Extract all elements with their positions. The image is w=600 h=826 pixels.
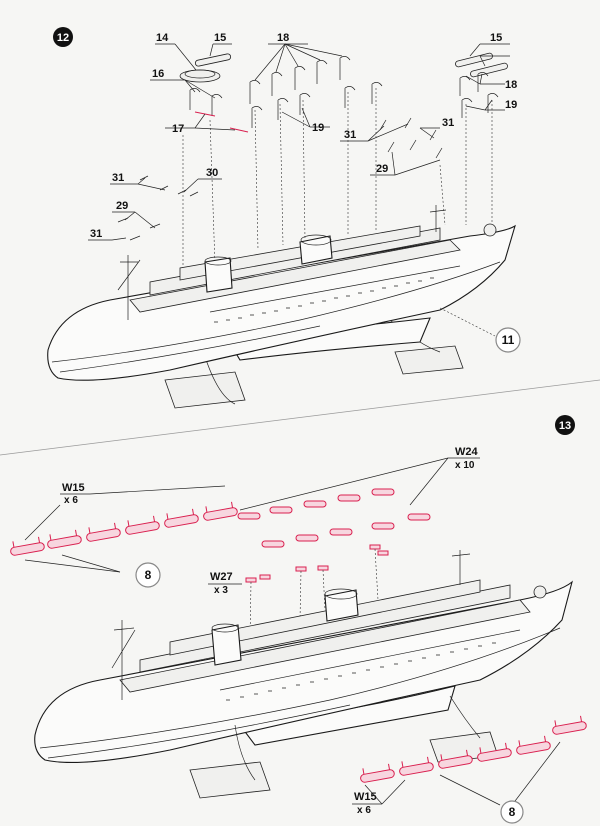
step-13-badge (555, 415, 575, 435)
label-31-right: 31 (442, 117, 454, 129)
part-w15-top-qty: x 6 (64, 495, 78, 506)
lifeboats-top-left (10, 501, 238, 556)
step-13-number: 13 (559, 420, 571, 432)
part-w27-code: W27 (210, 571, 233, 583)
part-ref-11: 11 (502, 333, 515, 347)
label-19-right: 19 (505, 99, 517, 111)
part-w27-qty: x 3 (214, 585, 228, 596)
label-19: 19 (312, 122, 324, 134)
ship-step-12 (47, 205, 516, 409)
part-w24-qty: x 10 (455, 460, 475, 471)
label-16: 16 (152, 68, 164, 80)
label-29-left: 29 (116, 200, 128, 212)
part-ref-8-top: 8 (145, 568, 152, 582)
label-31-left: 31 (112, 172, 124, 184)
step-12-leaders (88, 43, 510, 241)
label-31-mid: 31 (344, 129, 356, 141)
part-w15-bottom-qty: x 6 (357, 805, 371, 816)
label-30: 30 (206, 167, 218, 179)
lifeboats-bottom-right (360, 715, 587, 783)
part-w15-bottom-code: W15 (354, 791, 377, 803)
label-31-lower: 31 (90, 228, 102, 240)
label-17: 17 (172, 123, 184, 135)
part-w15-top-code: W15 (62, 482, 85, 494)
step-12-number: 12 (57, 32, 69, 44)
label-15: 15 (214, 32, 226, 44)
label-18-right: 18 (505, 79, 517, 91)
label-29-mid: 29 (376, 163, 388, 175)
part-w24-code: W24 (455, 446, 479, 458)
step-12-badge (53, 27, 73, 47)
step-12: 12 (47, 27, 521, 409)
step-divider (0, 379, 600, 456)
lifeboats-w24 (237, 488, 431, 548)
label-18: 18 (277, 32, 289, 44)
part-ref-8-bottom: 8 (509, 805, 516, 819)
ship-step-13 (34, 550, 573, 799)
label-14: 14 (156, 32, 169, 44)
label-15-right: 15 (490, 32, 502, 44)
davit-blocks-red (245, 544, 389, 583)
step-13: 13 W15 x 6 8 W24 x 10 (10, 415, 587, 824)
step-12-labels: 14 15 15 16 17 18 18 19 19 31 31 29 30 3… (90, 32, 517, 240)
step-12-parts (117, 52, 508, 241)
